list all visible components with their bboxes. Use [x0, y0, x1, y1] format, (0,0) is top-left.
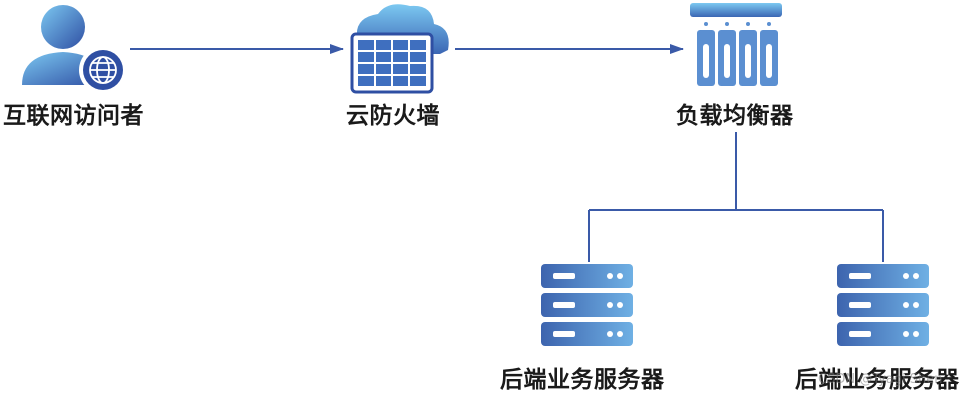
connector-lb-to-servers — [588, 132, 884, 262]
load-balancer-icon — [690, 3, 782, 86]
user-globe-icon — [22, 5, 127, 94]
load-balancer-label: 负载均衡器 — [676, 103, 794, 129]
server-left-label: 后端业务服务器 — [500, 367, 665, 393]
visitor-label: 互联网访问者 — [3, 103, 144, 129]
server-icon-right — [837, 264, 929, 346]
cloud-firewall-icon — [350, 4, 449, 94]
server-right-label: 后端业务服务器 — [795, 367, 960, 393]
firewall-label: 云防火墙 — [346, 103, 440, 129]
server-icon-left — [541, 264, 633, 346]
watermark: CSDN @Tyagi Shen — [818, 372, 943, 387]
